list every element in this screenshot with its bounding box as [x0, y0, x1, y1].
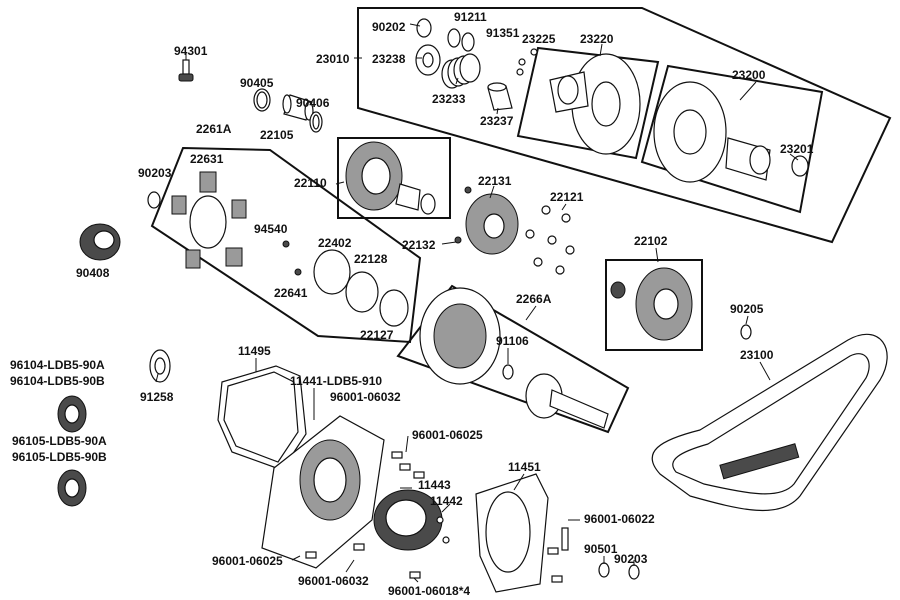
label-91211: 91211: [454, 10, 487, 24]
label-96105-b: 96105-LDB5-90B: [12, 450, 107, 464]
spring-23233-part: [441, 53, 481, 89]
label-23201: 23201: [780, 142, 814, 156]
ring-91211-part: [447, 28, 475, 52]
label-91258: 91258: [140, 390, 174, 404]
label-11443: 11443: [418, 478, 451, 492]
label-2261A: 2261A: [196, 122, 232, 136]
rollers-22121-part: [525, 205, 575, 275]
label-91351: 91351: [486, 26, 520, 40]
group-frame-22102: [605, 259, 703, 351]
label-96001-06032-upper: 96001-06032: [330, 390, 401, 404]
label-23220: 23220: [580, 32, 614, 46]
washer-90501-part: [598, 562, 610, 578]
label-94540: 94540: [254, 222, 288, 236]
collar-23237-part: [487, 82, 513, 111]
ring-90202-part: [416, 18, 432, 38]
label-11495: 11495: [238, 344, 271, 358]
label-11442: 11442: [430, 494, 463, 508]
bolts-96001-part: [305, 451, 569, 583]
label-2266A: 2266A: [516, 292, 552, 306]
pin-23225-part: [516, 48, 538, 76]
sheave-23220-part: [549, 53, 641, 155]
o-ring-90405-part: [253, 88, 271, 112]
label-22110: 22110: [294, 176, 327, 190]
label-22402: 22402: [318, 236, 352, 250]
label-90203-upper: 90203: [138, 166, 172, 180]
label-90205: 90205: [730, 302, 764, 316]
label-90202: 90202: [372, 20, 406, 34]
group-frame-23010: [357, 7, 892, 244]
group-frame-23200: [640, 64, 824, 214]
label-90501: 90501: [584, 542, 618, 556]
label-96001-06022: 96001-06022: [584, 512, 655, 526]
label-23238: 23238: [372, 52, 406, 66]
label-90408: 90408: [76, 266, 110, 280]
seal-96104-part: [57, 395, 87, 433]
label-11451: 11451: [508, 460, 541, 474]
sheave-23200-part: [653, 81, 771, 183]
label-22121: 22121: [550, 190, 584, 204]
label-94301: 94301: [174, 44, 208, 58]
label-22132: 22132: [402, 238, 436, 252]
label-22127: 22127: [360, 328, 394, 342]
clutch-bell-2266A-part: [419, 287, 609, 429]
drive-belt-23100-part: [651, 333, 888, 512]
o-ring-90205-part: [740, 324, 752, 340]
bolt-94301-part: [178, 52, 194, 82]
label-22131: 22131: [478, 174, 512, 188]
label-96104-a: 96104-LDB5-90A: [10, 358, 105, 372]
o-ring-90406-part: [309, 111, 323, 133]
label-23233: 23233: [432, 92, 466, 106]
label-23200: 23200: [732, 68, 766, 82]
group-frame-22110: [337, 137, 451, 219]
ring-90203-part: [147, 191, 161, 209]
seal-96105-part: [57, 469, 87, 507]
label-23100: 23100: [740, 348, 774, 362]
label-23010: 23010: [316, 52, 350, 66]
label-96001-06025-upper: 96001-06025: [412, 428, 483, 442]
seal-90408-part: [79, 223, 121, 261]
label-90406: 90406: [296, 96, 330, 110]
bearing-91106-part: [502, 364, 514, 380]
label-23225: 23225: [522, 32, 556, 46]
label-22105: 22105: [260, 128, 294, 142]
label-96104-b: 96104-LDB5-90B: [10, 374, 105, 388]
plate-11442-part: [436, 516, 450, 544]
gasket-11495-part: [217, 365, 307, 471]
label-11441: 11441-LDB5-910: [290, 374, 383, 388]
bearing-housing-11443-part: [373, 489, 443, 551]
crankcase-cover-11441-part: [261, 415, 385, 569]
label-90405: 90405: [240, 76, 274, 90]
label-22641: 22641: [274, 286, 308, 300]
movable-drive-face-22131-part: [454, 186, 519, 255]
washer-23238-part: [415, 44, 441, 76]
leader-lines: [155, 23, 799, 583]
cover-11451-part: [475, 473, 549, 593]
bearing-23201-part: [791, 155, 809, 177]
label-22128: 22128: [354, 252, 388, 266]
label-91106: 91106: [496, 334, 529, 348]
label-96001-06025-lower: 96001-06025: [212, 554, 283, 568]
clutch-22110-part: [345, 141, 436, 215]
drive-face-2261A-part: [171, 171, 409, 327]
label-96001-06032-lower: 96001-06032: [298, 574, 369, 588]
label-23237: 23237: [480, 114, 514, 128]
label-96001-06018: 96001-06018*4: [388, 584, 471, 598]
label-96105-a: 96105-LDB5-90A: [12, 434, 107, 448]
label-90203-lower: 90203: [614, 552, 648, 566]
group-frame-2266A: [396, 284, 630, 434]
fan-22102-part: [610, 267, 693, 341]
label-22631: 22631: [190, 152, 224, 166]
ring-90203-lower-part: [628, 564, 640, 580]
washer-91258-part: [149, 349, 171, 383]
label-22102: 22102: [634, 234, 668, 248]
